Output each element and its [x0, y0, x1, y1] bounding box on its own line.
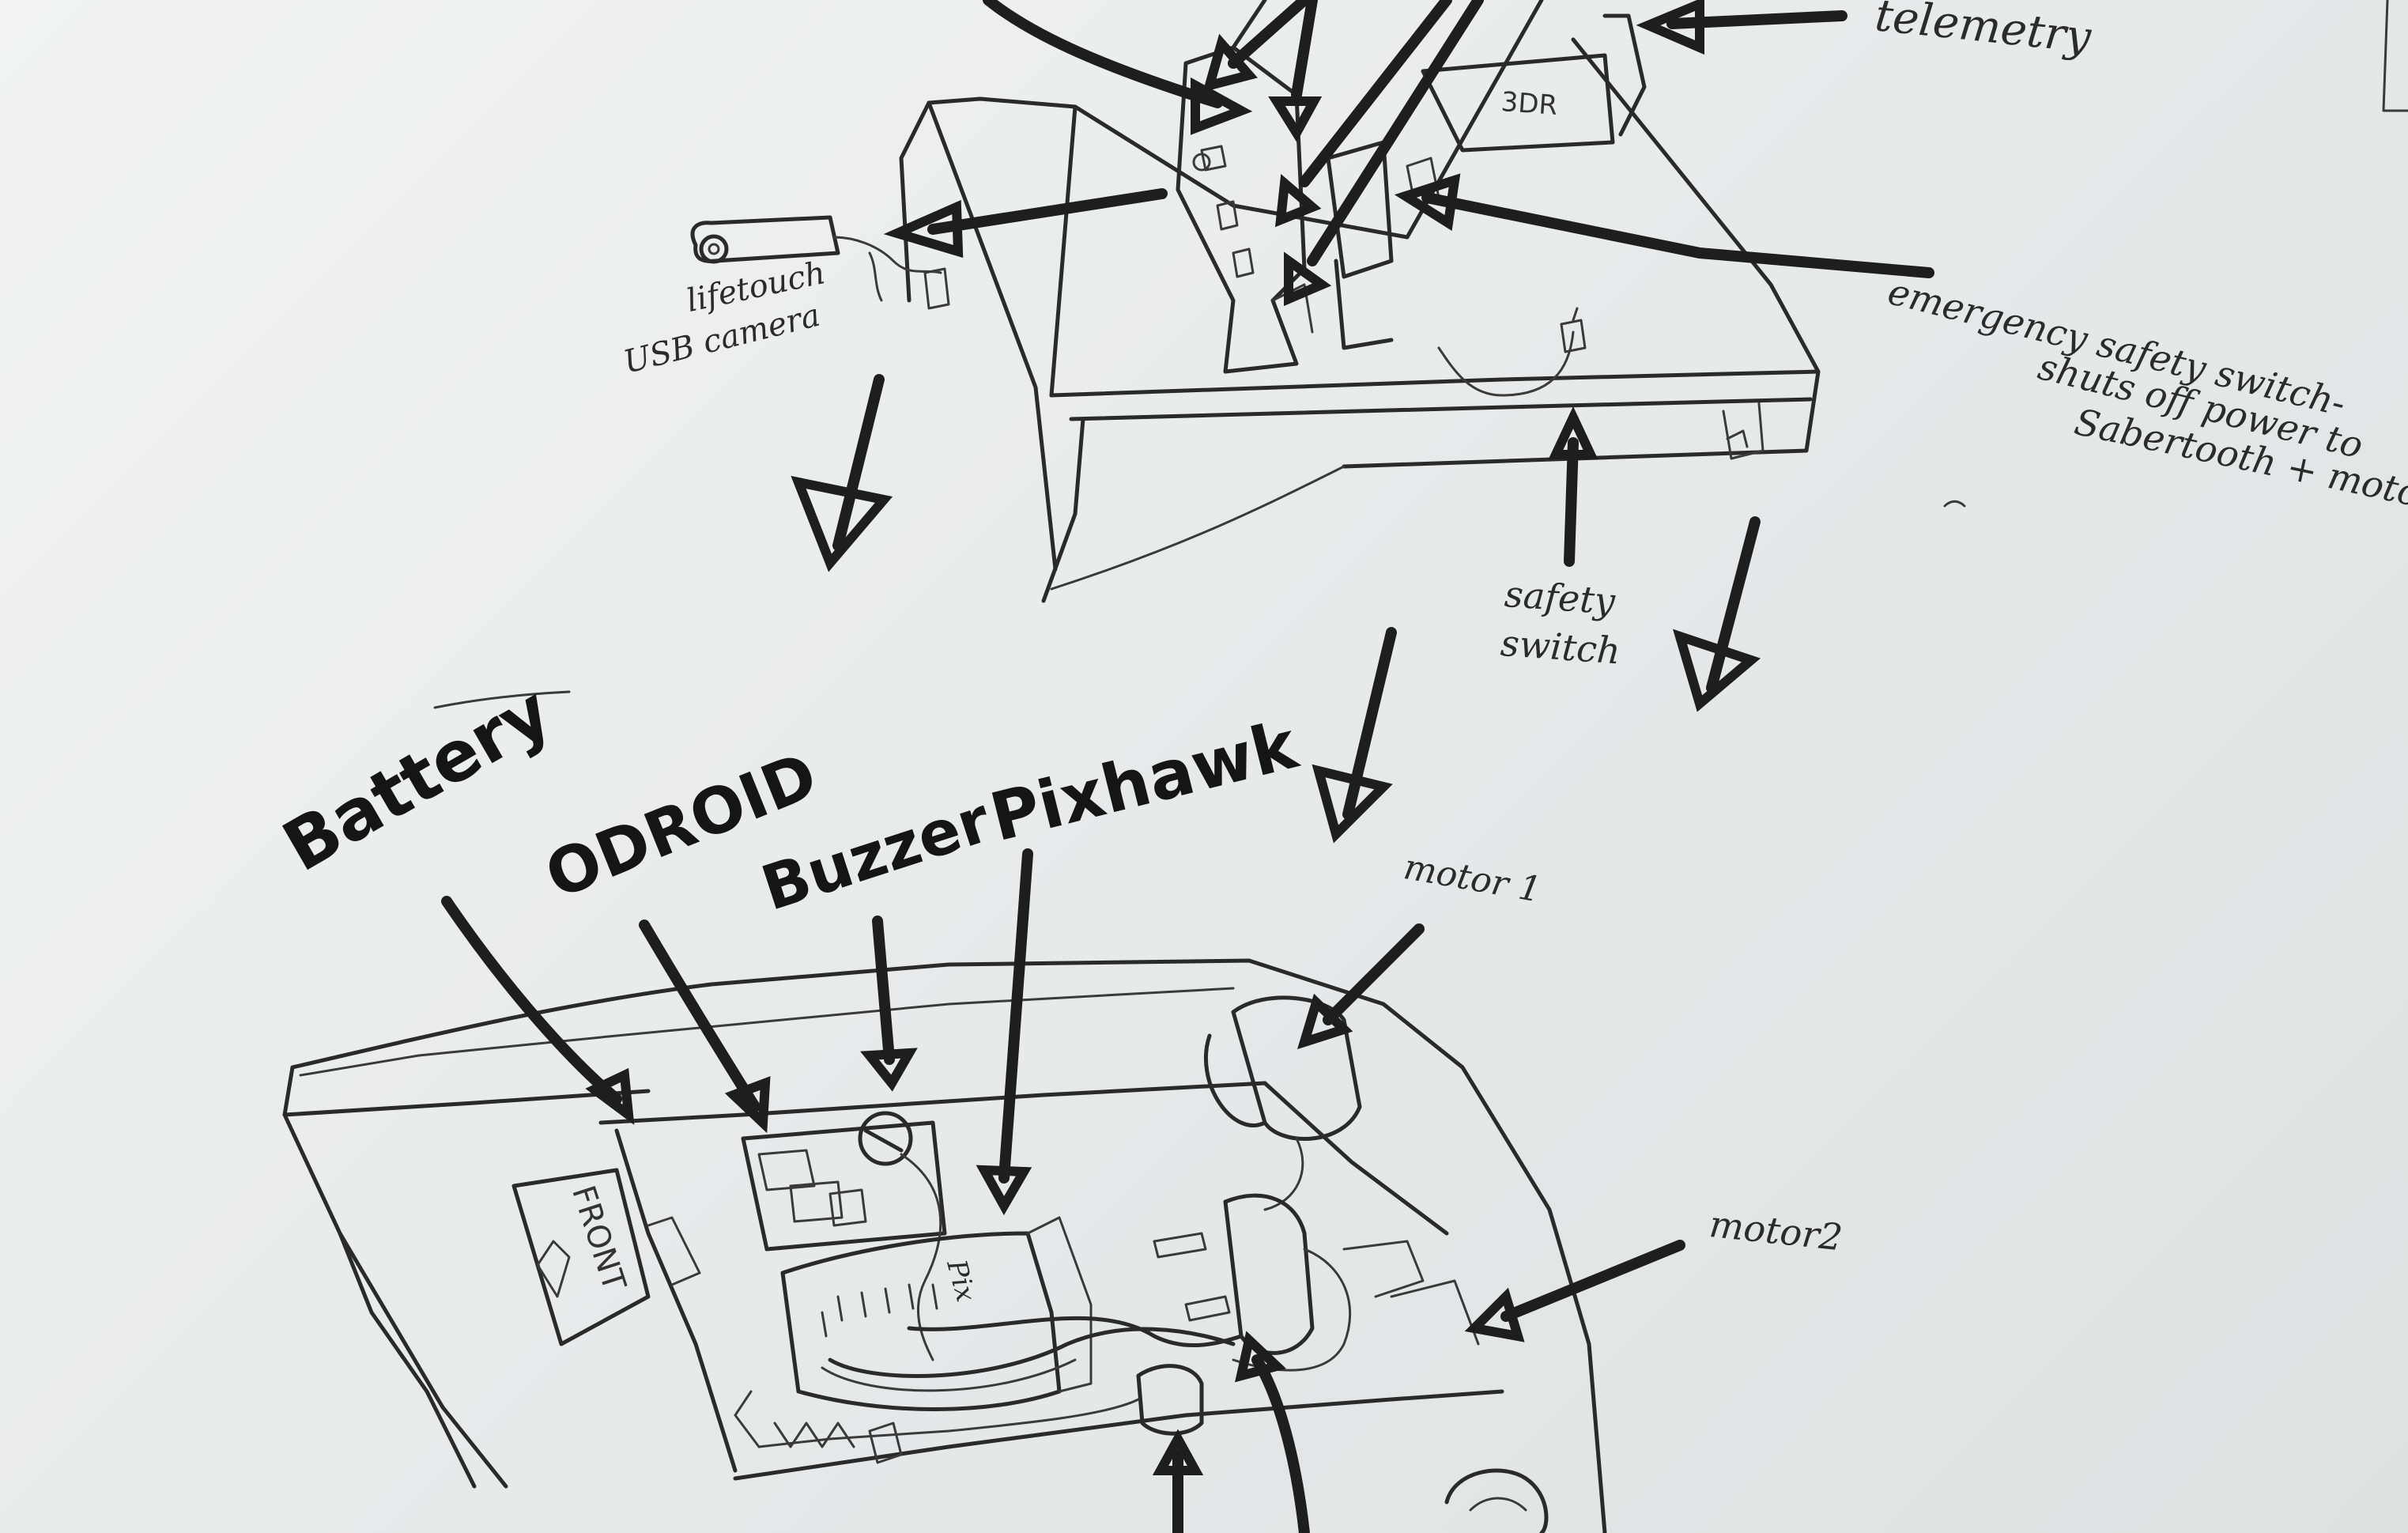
safety-switch-label-line2: switch [1499, 621, 1622, 673]
camera-sketch [690, 215, 950, 310]
top-arrows [791, 0, 1934, 844]
bottom-arrows [441, 848, 1685, 1533]
three-dr-label: 3DR [1500, 86, 1559, 122]
safety-switch-label-line1: safety [1503, 572, 1617, 623]
upper-enclosure-sketch [899, 0, 1821, 603]
stray-pencil-marks [433, 0, 2408, 709]
robot-chassis-sketch [282, 958, 1607, 1533]
